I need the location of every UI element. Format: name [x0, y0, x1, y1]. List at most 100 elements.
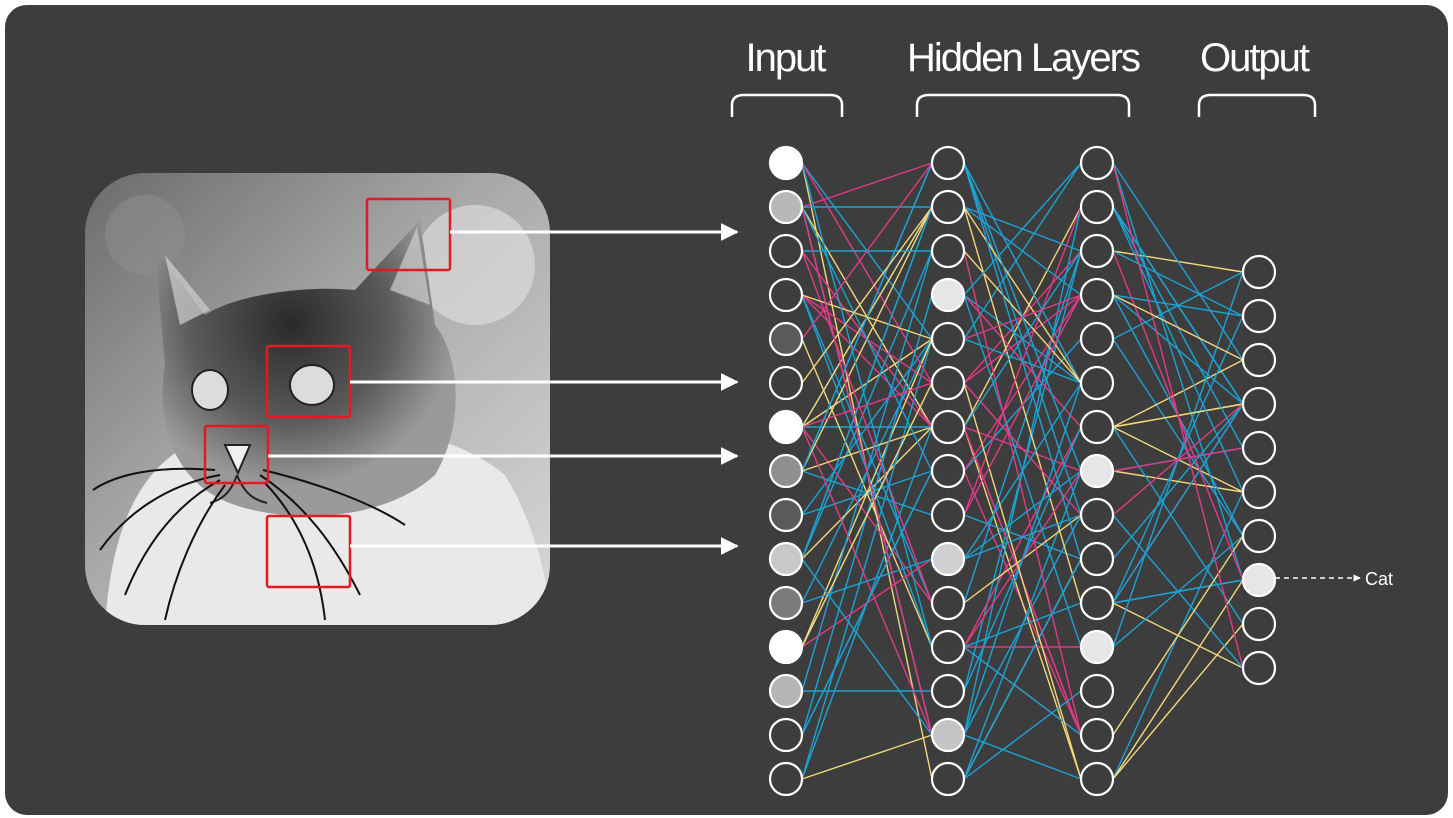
- hidden-2-node: [1079, 585, 1115, 621]
- network-edge: [1112, 250, 1244, 317]
- cat-nose: [223, 444, 252, 476]
- cat-left-eye: [191, 369, 229, 411]
- network-edge: [963, 382, 1082, 560]
- output-node: [1241, 386, 1277, 422]
- network-edge: [963, 514, 1082, 560]
- input-node: [768, 761, 804, 797]
- input-node: [768, 453, 804, 489]
- network-nodes: [768, 145, 1277, 797]
- network-edge: [1112, 162, 1244, 361]
- diagram-panel: Input Hidden Layers Output Cat: [5, 5, 1448, 815]
- network-edge: [963, 690, 1082, 780]
- hidden-2-node: [1079, 541, 1115, 577]
- network-edge: [1112, 206, 1244, 493]
- input-node: [768, 277, 804, 313]
- chest-highlight-box: [265, 514, 352, 589]
- network-edge: [801, 294, 933, 428]
- network-edge: [1112, 294, 1244, 361]
- network-edge: [801, 294, 933, 340]
- network-edge: [1112, 535, 1244, 736]
- input-node: [768, 365, 804, 401]
- network-edge: [801, 338, 933, 780]
- hidden-2-node: [1079, 673, 1115, 709]
- network-edge: [801, 470, 933, 736]
- input-node: [768, 585, 804, 621]
- hidden-1-node: [930, 453, 966, 489]
- network-edge: [1112, 403, 1244, 516]
- network-edge: [801, 206, 933, 736]
- network-edge: [1112, 162, 1244, 581]
- network-edge: [801, 382, 933, 648]
- network-edge: [801, 734, 933, 780]
- cat-right-eye: [289, 364, 335, 406]
- network-edge: [963, 382, 1082, 780]
- hidden-layers-title: Hidden Layers: [907, 36, 1140, 80]
- ear-highlight-box: [365, 197, 452, 272]
- network-edge: [801, 558, 933, 604]
- bokeh-blob: [105, 195, 185, 275]
- hidden-1-node: [930, 673, 966, 709]
- network-edge: [963, 162, 1082, 296]
- input-node: [768, 717, 804, 753]
- network-edge: [963, 558, 1082, 780]
- feature-arrows: [268, 223, 739, 555]
- network-edge: [1112, 359, 1244, 428]
- network-edge: [963, 294, 1082, 516]
- hidden-2-node: [1079, 629, 1115, 665]
- output-node: [1241, 298, 1277, 334]
- output-node: [1241, 650, 1277, 686]
- network-edge: [1112, 338, 1244, 537]
- input-layer-title: Input: [746, 36, 827, 80]
- layer-braces: [730, 93, 1317, 117]
- cat-left-ear: [165, 255, 210, 325]
- input-node: [768, 189, 804, 225]
- hidden-2-node: [1079, 365, 1115, 401]
- input-node: [768, 629, 804, 665]
- hidden-2-node: [1079, 321, 1115, 357]
- network-edge: [801, 558, 933, 736]
- hidden-1-node: [930, 409, 966, 445]
- network-edge: [1112, 623, 1244, 780]
- cat-right-ear: [390, 227, 430, 305]
- output-layer-title: Output: [1200, 36, 1310, 80]
- hidden-2-node: [1079, 497, 1115, 533]
- output-node: [1241, 342, 1277, 378]
- input-brace: [730, 93, 844, 117]
- input-node: [768, 145, 804, 181]
- hidden-2-node: [1079, 453, 1115, 489]
- input-node: [768, 497, 804, 533]
- hidden-1-node: [930, 365, 966, 401]
- hidden-1-node: [930, 277, 966, 313]
- network-edge: [963, 470, 1082, 560]
- hidden-1-node: [930, 629, 966, 665]
- network-edge: [1112, 470, 1244, 493]
- hidden-1-node: [930, 761, 966, 797]
- hidden-2-node: [1079, 409, 1115, 445]
- output-brace: [1197, 93, 1317, 117]
- network-edge: [801, 162, 933, 384]
- network-edge: [801, 382, 933, 428]
- network-edge: [1112, 426, 1244, 625]
- network-edge: [963, 426, 1082, 780]
- network-edge: [963, 602, 1082, 648]
- network-edge: [963, 206, 1082, 384]
- input-node: [768, 233, 804, 269]
- hidden-2-node: [1079, 233, 1115, 269]
- network-edge: [963, 162, 1082, 472]
- hidden-2-node: [1079, 761, 1115, 797]
- hidden-1-node: [930, 233, 966, 269]
- output-node: [1241, 518, 1277, 554]
- input-node: [768, 409, 804, 445]
- network-edge: [963, 162, 1082, 384]
- output-node: [1241, 254, 1277, 290]
- network-edge: [801, 206, 933, 560]
- output-label: Cat: [1365, 569, 1393, 589]
- input-node: [768, 321, 804, 357]
- cat-image: [85, 173, 550, 625]
- network-edge: [963, 294, 1082, 472]
- bokeh-blob: [415, 205, 535, 325]
- network-edge: [963, 250, 1082, 428]
- input-node: [768, 541, 804, 577]
- network-edge: [963, 250, 1082, 604]
- output-node: [1241, 430, 1277, 466]
